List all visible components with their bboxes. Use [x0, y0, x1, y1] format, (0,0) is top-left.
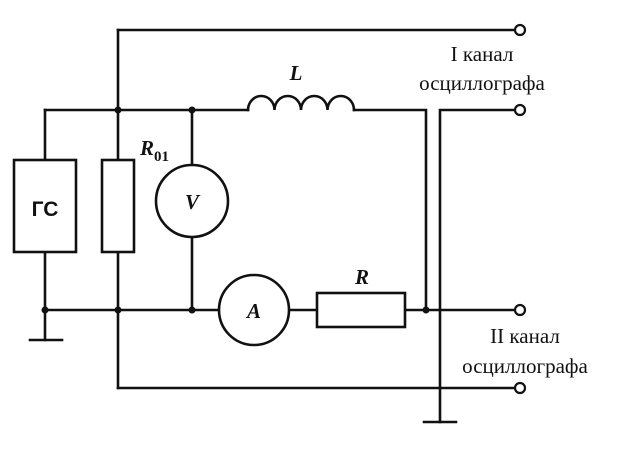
- voltmeter-label: V: [185, 190, 201, 214]
- wire-channel1-return: [438, 108, 517, 424]
- r01-resistor: [100, 158, 136, 254]
- resistor-r: [315, 291, 407, 329]
- terminal-bottom: [513, 381, 527, 395]
- generator-label: ГС: [32, 198, 59, 221]
- inductor-coil: [246, 94, 356, 112]
- wire-after-inductor: [352, 108, 428, 312]
- channel1-label-line1: I канал: [451, 42, 514, 66]
- channel1-label-line2: осциллографа: [419, 71, 545, 95]
- inductor-label: L: [289, 61, 303, 85]
- generator-box: [12, 158, 78, 254]
- junction-dot: [114, 106, 122, 114]
- channel2-label-line1: II канал: [490, 324, 560, 348]
- resistor-label: R: [354, 265, 369, 289]
- channel2-label-line2: осциллографа: [462, 354, 588, 378]
- junction-dot: [188, 106, 196, 114]
- voltmeter-circle: [154, 163, 230, 239]
- terminal-top: [513, 23, 527, 37]
- r01-label: R01: [139, 136, 169, 165]
- ammeter-label: A: [245, 299, 261, 323]
- terminal-channel1: [513, 103, 527, 117]
- junction-dot: [114, 306, 122, 314]
- ammeter-circle: [217, 273, 291, 347]
- junction-dot: [422, 306, 430, 314]
- junction-dot: [41, 306, 49, 314]
- junction-dot: [188, 306, 196, 314]
- terminal-channel2: [513, 303, 527, 317]
